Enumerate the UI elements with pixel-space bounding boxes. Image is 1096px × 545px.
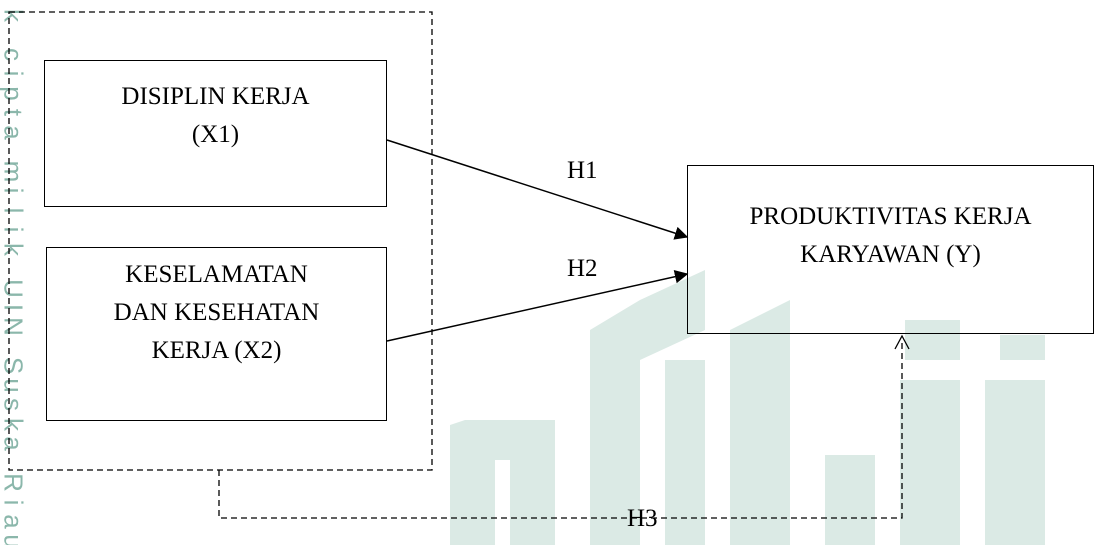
group-dashed-border <box>8 11 433 471</box>
edge-h2-label: H2 <box>567 255 598 282</box>
edge-h2-arrow <box>386 270 689 342</box>
edge-h3-arrowhead <box>894 334 910 350</box>
node-x1-line-1: DISIPLIN KERJA <box>121 83 310 110</box>
edge-h1-arrow <box>386 139 689 240</box>
node-x2-line-3: KERJA (X2) <box>151 337 282 364</box>
node-y-label: PRODUKTIVITAS KERJA KARYAWAN (Y) <box>688 198 1093 274</box>
node-x1-line-2: (X1) <box>191 121 240 148</box>
edge-h3-dashed-path <box>218 340 903 519</box>
node-x2-line-2: DAN KESEHATAN <box>113 299 320 326</box>
node-x1-box: DISIPLIN KERJA (X1) <box>44 60 387 207</box>
node-x2-label: KESELAMATAN DAN KESEHATAN KERJA (X2) <box>47 256 386 370</box>
node-x1-label: DISIPLIN KERJA (X1) <box>45 78 386 154</box>
node-y-line-1: PRODUKTIVITAS KERJA <box>749 203 1032 230</box>
edge-h3-label: H3 <box>627 505 658 532</box>
node-x2-box: KESELAMATAN DAN KESEHATAN KERJA (X2) <box>46 247 387 421</box>
node-y-box: PRODUKTIVITAS KERJA KARYAWAN (Y) <box>687 165 1094 334</box>
node-x2-line-1: KESELAMATAN <box>125 261 308 288</box>
node-y-line-2: KARYAWAN (Y) <box>800 241 981 268</box>
edge-h1-label: H1 <box>567 157 598 184</box>
